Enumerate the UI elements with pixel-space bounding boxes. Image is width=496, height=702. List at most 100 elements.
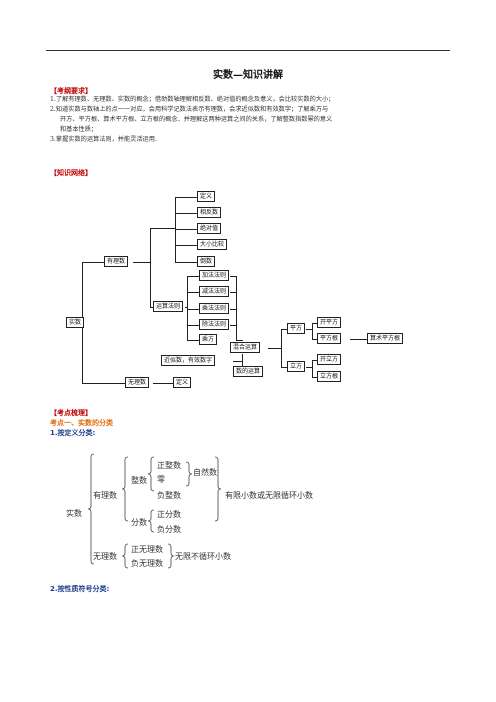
- requirements-heading: 【考纲要求】: [50, 87, 92, 95]
- connector: [236, 340, 243, 341]
- node-approx: 近似数，有效数字: [161, 355, 216, 366]
- connector: [187, 276, 199, 277]
- connector: [175, 262, 197, 263]
- classification-by-definition-title: 1.按定义分类:: [50, 429, 96, 437]
- connector: [150, 307, 153, 308]
- class-real: 实数: [66, 509, 82, 518]
- connector: [233, 361, 243, 362]
- connector: [230, 276, 236, 277]
- class-positive-irrational: 正无理数: [131, 545, 163, 554]
- brace-infinite: [167, 543, 175, 569]
- node-cube: 立方: [287, 361, 306, 372]
- connector: [175, 213, 197, 214]
- connector: [230, 325, 236, 326]
- brace-natural: [185, 461, 193, 487]
- class-positive-fraction: 正分数: [157, 510, 181, 519]
- connector: [187, 309, 199, 310]
- node-add: 加法法则: [199, 270, 230, 281]
- connector: [350, 339, 367, 340]
- node-sqrt-op: 开平方: [317, 317, 342, 328]
- connector: [312, 323, 313, 339]
- class-natural: 自然数: [193, 468, 217, 477]
- node-opposite: 相反数: [197, 207, 222, 218]
- connector: [230, 309, 236, 310]
- connector: [312, 360, 313, 377]
- node-reciprocal: 倒数: [197, 256, 216, 267]
- node-cbrt-root: 立方根: [317, 371, 342, 382]
- brace-rational: [121, 456, 129, 522]
- connector: [153, 383, 173, 384]
- connector: [230, 292, 236, 293]
- key-points-heading: 【考点梳理】: [50, 409, 92, 417]
- connector: [306, 329, 312, 330]
- node-real: 实数: [66, 317, 85, 328]
- node-cbrt-op: 开立方: [317, 354, 342, 365]
- class-positive-integer: 正整数: [157, 461, 181, 470]
- connector: [281, 329, 282, 367]
- connector: [187, 292, 199, 293]
- connector: [82, 262, 104, 263]
- class-zero: 零: [157, 475, 165, 484]
- connector: [281, 329, 287, 330]
- connector: [175, 245, 197, 246]
- node-irrational: 无理数: [125, 377, 150, 388]
- node-definition: 定义: [197, 191, 216, 202]
- node-ops: 数的运算: [233, 366, 264, 377]
- connector: [236, 276, 237, 340]
- class-rational: 有理数: [93, 491, 117, 500]
- brace-integer: [147, 456, 155, 492]
- connector: [185, 307, 188, 308]
- class-finite-note: 有限小数或无限循环小数: [225, 491, 313, 500]
- requirement-line-2: 2.知道实数与数轴上的点一一对应，会用科学记数法表示有理数，会求近似数和有效数字…: [50, 106, 329, 113]
- node-div: 除法法则: [199, 319, 230, 330]
- node-sqrt-root: 平方根: [317, 333, 342, 344]
- connector: [133, 262, 150, 263]
- node-square: 平方: [287, 323, 306, 334]
- page-title: 实数—知识讲解: [213, 70, 283, 81]
- connector: [312, 339, 317, 340]
- class-negative-fraction: 负分数: [157, 525, 181, 534]
- node-absolute: 绝对值: [197, 223, 222, 234]
- connector: [268, 348, 281, 349]
- connector: [312, 377, 317, 378]
- connector: [150, 228, 175, 229]
- connector: [175, 197, 176, 263]
- node-rules: 运算法则: [153, 301, 184, 312]
- class-negative-irrational: 负无理数: [131, 559, 163, 568]
- point-1-title: 考点一、实数的分类: [50, 419, 113, 427]
- connector: [175, 197, 197, 198]
- node-rational: 有理数: [104, 256, 129, 267]
- node-compare: 大小比较: [197, 239, 228, 250]
- node-sub: 减法法则: [199, 286, 230, 297]
- connector: [306, 367, 312, 368]
- connector: [312, 360, 317, 361]
- header-rule: [46, 50, 450, 51]
- node-mul: 乘法法则: [199, 303, 230, 314]
- brace-irrational: [121, 543, 129, 569]
- class-irrational: 无理数: [93, 552, 117, 561]
- class-integer: 整数: [131, 476, 147, 485]
- node-arith-sqrt: 算术平方根: [367, 333, 404, 344]
- connector: [187, 276, 188, 340]
- brace-fraction: [147, 509, 155, 533]
- connector: [150, 228, 151, 308]
- node-mixed: 混合运算: [230, 342, 261, 353]
- connector: [312, 323, 317, 324]
- connector: [187, 325, 199, 326]
- connector: [281, 367, 287, 368]
- connector: [187, 340, 199, 341]
- network-heading: 【知识网络】: [50, 169, 92, 177]
- class-infinite-note: 无限不循环小数: [175, 552, 231, 561]
- requirement-line-5: 3.掌握实数的运算法则，并能灵活运用.: [50, 136, 157, 143]
- requirement-line-4: 和基本性质；: [60, 126, 98, 133]
- requirement-line-3: 开方、平方根、算术平方根、立方根的概念．并理解这两种运算之间的关系，了解整数指数…: [60, 116, 333, 123]
- node-power: 乘方: [199, 334, 218, 345]
- node-definition-2: 定义: [173, 377, 192, 388]
- brace-finite: [214, 456, 222, 522]
- requirement-line-1: 1.了解有理数、无理数、实数的概念；借助数轴理解相反数、绝对值的概念及意义，会比…: [50, 96, 335, 103]
- classification-by-sign-title: 2.按性质符号分类:: [50, 585, 110, 593]
- class-negative-integer: 负整数: [157, 491, 181, 500]
- connector: [175, 229, 197, 230]
